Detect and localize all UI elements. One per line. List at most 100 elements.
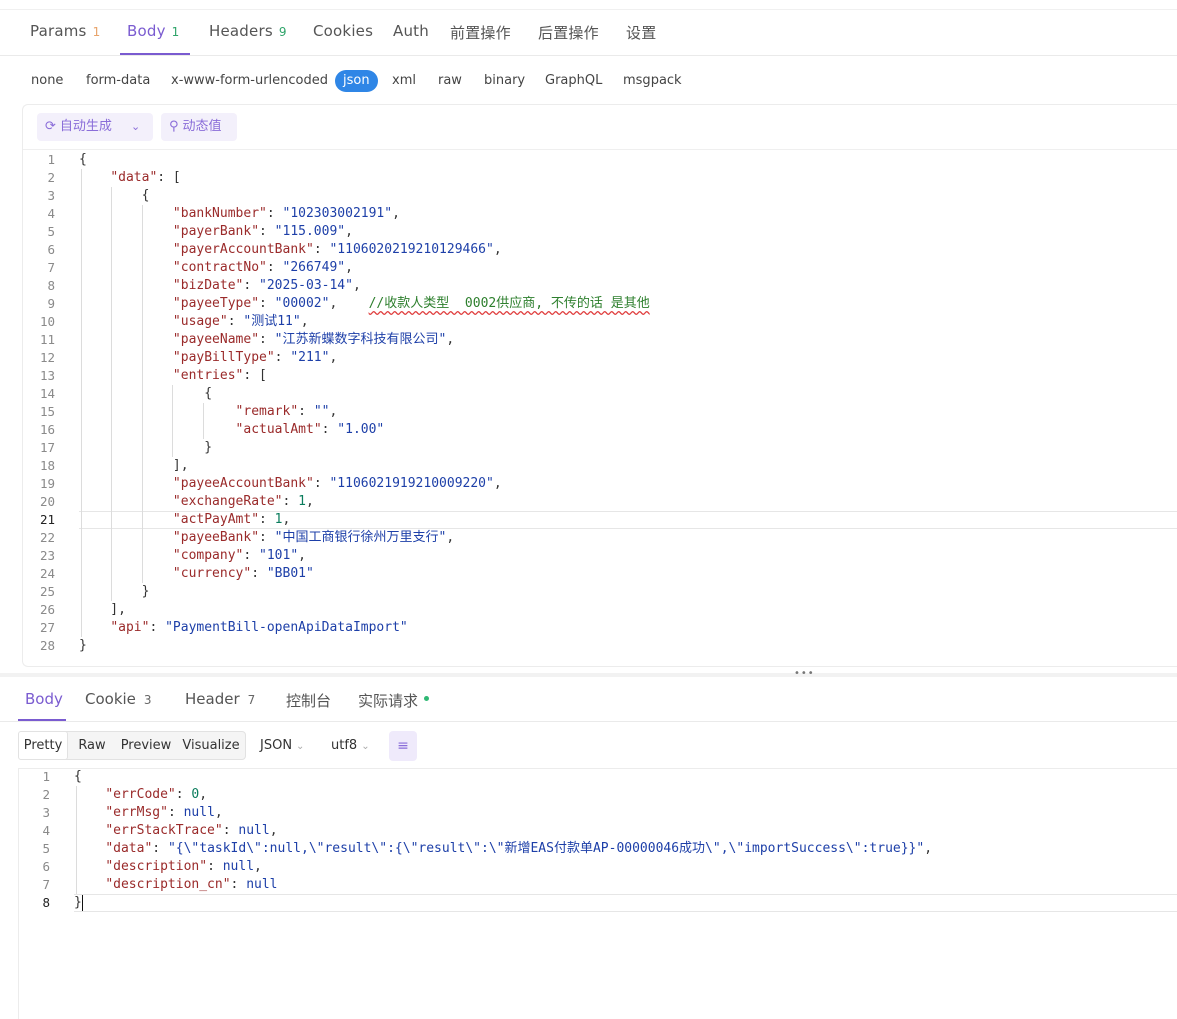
tab-pre-processors[interactable]: 前置操作 bbox=[450, 24, 511, 42]
line-number: 10 bbox=[39, 314, 55, 329]
line-number: 5 bbox=[42, 841, 50, 856]
view-visualize-button[interactable]: Visualize bbox=[182, 738, 240, 753]
auto-generate-label: 自动生成 bbox=[59, 119, 112, 134]
resp-tab-body[interactable]: Body bbox=[25, 690, 63, 708]
line-number: 7 bbox=[47, 260, 55, 275]
code-line: "exchangeRate": 1, bbox=[172, 494, 314, 509]
auto-generate-button[interactable]: ⟳自动生成 ⌄ bbox=[37, 113, 153, 141]
resp-tab-console[interactable]: 控制台 bbox=[286, 692, 332, 710]
line-number: 3 bbox=[47, 188, 55, 203]
code-line: { bbox=[79, 152, 87, 167]
line-number: 22 bbox=[39, 530, 55, 545]
chevron-down-icon: ⌄ bbox=[296, 741, 305, 752]
request-body-editor[interactable]: ⟳自动生成 ⌄ ⚲动态值 1{2 "data": [3 {4 "bankNumb… bbox=[22, 104, 1177, 667]
drag-handle-icon[interactable]: ••• bbox=[794, 668, 815, 679]
dynamic-value-button[interactable]: ⚲动态值 bbox=[161, 113, 237, 141]
body-type-urlencoded[interactable]: x-www-form-urlencoded bbox=[171, 73, 329, 88]
response-encoding-value: utf8 bbox=[331, 738, 358, 753]
code-line: "usage": "测试11", bbox=[172, 314, 309, 329]
code-line: "actualAmt": "1.00" bbox=[235, 422, 385, 437]
body-type-xml[interactable]: xml bbox=[392, 73, 416, 88]
code-line: "contractNo": "266749", bbox=[172, 260, 353, 275]
code-line: } bbox=[74, 895, 82, 910]
body-type-raw[interactable]: raw bbox=[438, 73, 462, 88]
code-line: "actPayAmt": 1, bbox=[172, 512, 291, 527]
code-line: "currency": "BB01" bbox=[172, 566, 314, 581]
chevron-down-icon[interactable]: ⌄ bbox=[131, 120, 141, 133]
code-line: } bbox=[79, 440, 213, 455]
resp-tab-actual-request[interactable]: 实际请求 bbox=[358, 690, 430, 711]
code-line: "payerBank": "115.009", bbox=[172, 224, 353, 239]
code-line: "api": "PaymentBill-openApiDataImport" bbox=[110, 620, 408, 635]
view-preview-button[interactable]: Preview bbox=[120, 738, 172, 753]
current-line-highlight bbox=[74, 894, 1177, 912]
line-number: 17 bbox=[39, 440, 55, 455]
code-line: { bbox=[79, 188, 150, 203]
response-format-value: JSON bbox=[260, 738, 293, 753]
line-number: 26 bbox=[39, 602, 55, 617]
body-type-form-data[interactable]: form-data bbox=[86, 73, 151, 88]
indent-guide bbox=[141, 205, 143, 583]
word-wrap-button[interactable]: ≡ bbox=[389, 731, 417, 761]
body-type-none[interactable]: none bbox=[31, 73, 64, 88]
tab-body-count: 1 bbox=[171, 25, 180, 39]
line-number: 12 bbox=[39, 350, 55, 365]
line-number: 28 bbox=[39, 638, 55, 653]
current-line-highlight bbox=[79, 511, 1177, 529]
body-type-msgpack[interactable]: msgpack bbox=[623, 73, 682, 88]
line-number: 19 bbox=[39, 476, 55, 491]
panel-splitter[interactable] bbox=[0, 673, 1177, 677]
code-line: { bbox=[79, 386, 213, 401]
body-type-json[interactable]: json bbox=[335, 70, 378, 92]
response-format-select[interactable]: JSON⌄ bbox=[260, 738, 304, 753]
code-line: "company": "101", bbox=[172, 548, 306, 563]
line-number: 1 bbox=[42, 769, 50, 784]
code-line: "errMsg": null, bbox=[105, 805, 223, 820]
line-number: 4 bbox=[47, 206, 55, 221]
line-number: 3 bbox=[42, 805, 50, 820]
top-divider bbox=[0, 9, 1177, 10]
body-type-binary[interactable]: binary bbox=[484, 73, 526, 88]
tab-body[interactable]: Body 1 bbox=[127, 22, 180, 44]
tab-settings[interactable]: 设置 bbox=[626, 24, 657, 42]
code-line: "description_cn": null bbox=[105, 877, 278, 892]
line-number: 13 bbox=[39, 368, 55, 383]
tab-body-label: Body bbox=[127, 22, 166, 40]
response-body-viewer[interactable]: 1{2 "errCode": 0,3 "errMsg": null,4 "err… bbox=[18, 768, 1177, 1019]
code-line: "bizDate": "2025-03-14", bbox=[172, 278, 361, 293]
tab-cookies[interactable]: Cookies bbox=[313, 22, 374, 40]
indent-guide bbox=[202, 403, 204, 439]
tab-auth[interactable]: Auth bbox=[393, 22, 429, 40]
code-line: ], bbox=[79, 458, 189, 473]
indent-guide bbox=[111, 187, 113, 601]
line-number: 8 bbox=[42, 895, 50, 910]
tab-headers-label: Headers bbox=[209, 22, 273, 40]
response-view-mode-group: Pretty Raw Preview Visualize bbox=[18, 731, 246, 760]
resp-tab-header-count: 7 bbox=[247, 693, 256, 707]
status-dot bbox=[424, 696, 430, 701]
view-pretty-button[interactable]: Pretty bbox=[18, 731, 68, 760]
response-encoding-select[interactable]: utf8⌄ bbox=[331, 738, 370, 753]
tab-post-processors[interactable]: 后置操作 bbox=[538, 24, 599, 42]
code-line: "bankNumber": "102303002191", bbox=[172, 206, 400, 221]
indent-guide bbox=[81, 169, 82, 637]
dynamic-value-label: 动态值 bbox=[182, 119, 222, 134]
indent-guide bbox=[76, 786, 77, 894]
refresh-icon: ⟳ bbox=[45, 119, 56, 134]
code-line: "data": "{\"taskId\":null,\"result\":{\"… bbox=[105, 841, 933, 856]
view-raw-button[interactable]: Raw bbox=[78, 738, 106, 753]
body-type-graphql[interactable]: GraphQL bbox=[545, 73, 603, 88]
resp-tab-cookie-label: Cookie bbox=[85, 690, 136, 708]
line-number: 7 bbox=[42, 877, 50, 892]
code-line: ], bbox=[79, 602, 126, 617]
editor-toolbar: ⟳自动生成 ⌄ ⚲动态值 bbox=[23, 105, 1177, 150]
code-line: "payeeName": "江苏新蝶数字科技有限公司", bbox=[172, 332, 455, 347]
wrap-icon: ≡ bbox=[397, 738, 409, 754]
line-number: 4 bbox=[42, 823, 50, 838]
line-number: 14 bbox=[39, 386, 55, 401]
